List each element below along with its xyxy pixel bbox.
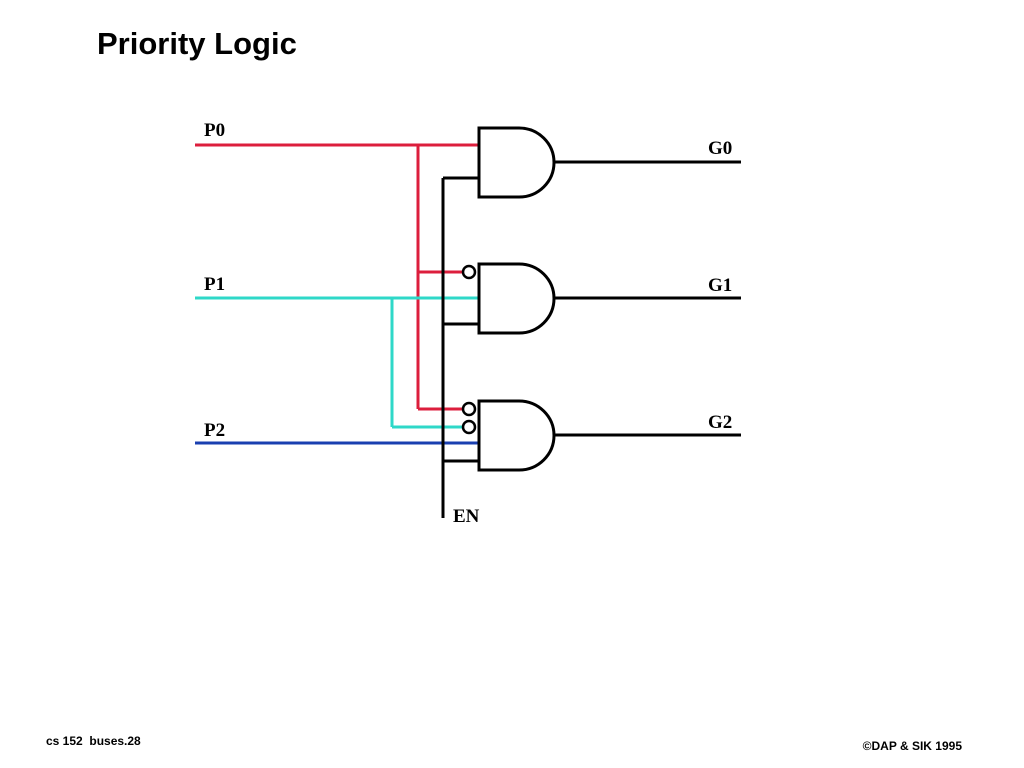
inverter-bubble-gate2-p1 <box>461 419 477 435</box>
p1-wires <box>195 296 479 429</box>
footer-copyright: ©DAP & SIK 1995 <box>862 739 962 753</box>
and-gate-2 <box>477 399 556 472</box>
input-label-p2: P2 <box>204 420 225 441</box>
input-label-p0: P0 <box>204 120 225 141</box>
and-gates <box>477 126 556 472</box>
output-label-g0: G0 <box>708 138 732 159</box>
input-label-p1: P1 <box>204 274 225 295</box>
p0-wires <box>195 143 479 411</box>
enable-label: EN <box>453 506 480 527</box>
inverter-bubble-gate2-p0 <box>461 401 477 417</box>
footer-course-id: cs 152 buses.28 <box>46 734 141 748</box>
output-label-g1: G1 <box>708 275 732 296</box>
and-gate-1 <box>477 262 556 335</box>
slide-title: Priority Logic <box>97 26 297 61</box>
and-gate-0 <box>477 126 556 199</box>
inverter-bubbles <box>461 264 477 435</box>
output-wires <box>554 160 741 437</box>
inverter-bubble-gate1-p0 <box>461 264 477 280</box>
enable-wires <box>441 176 479 518</box>
output-label-g2: G2 <box>708 412 732 433</box>
